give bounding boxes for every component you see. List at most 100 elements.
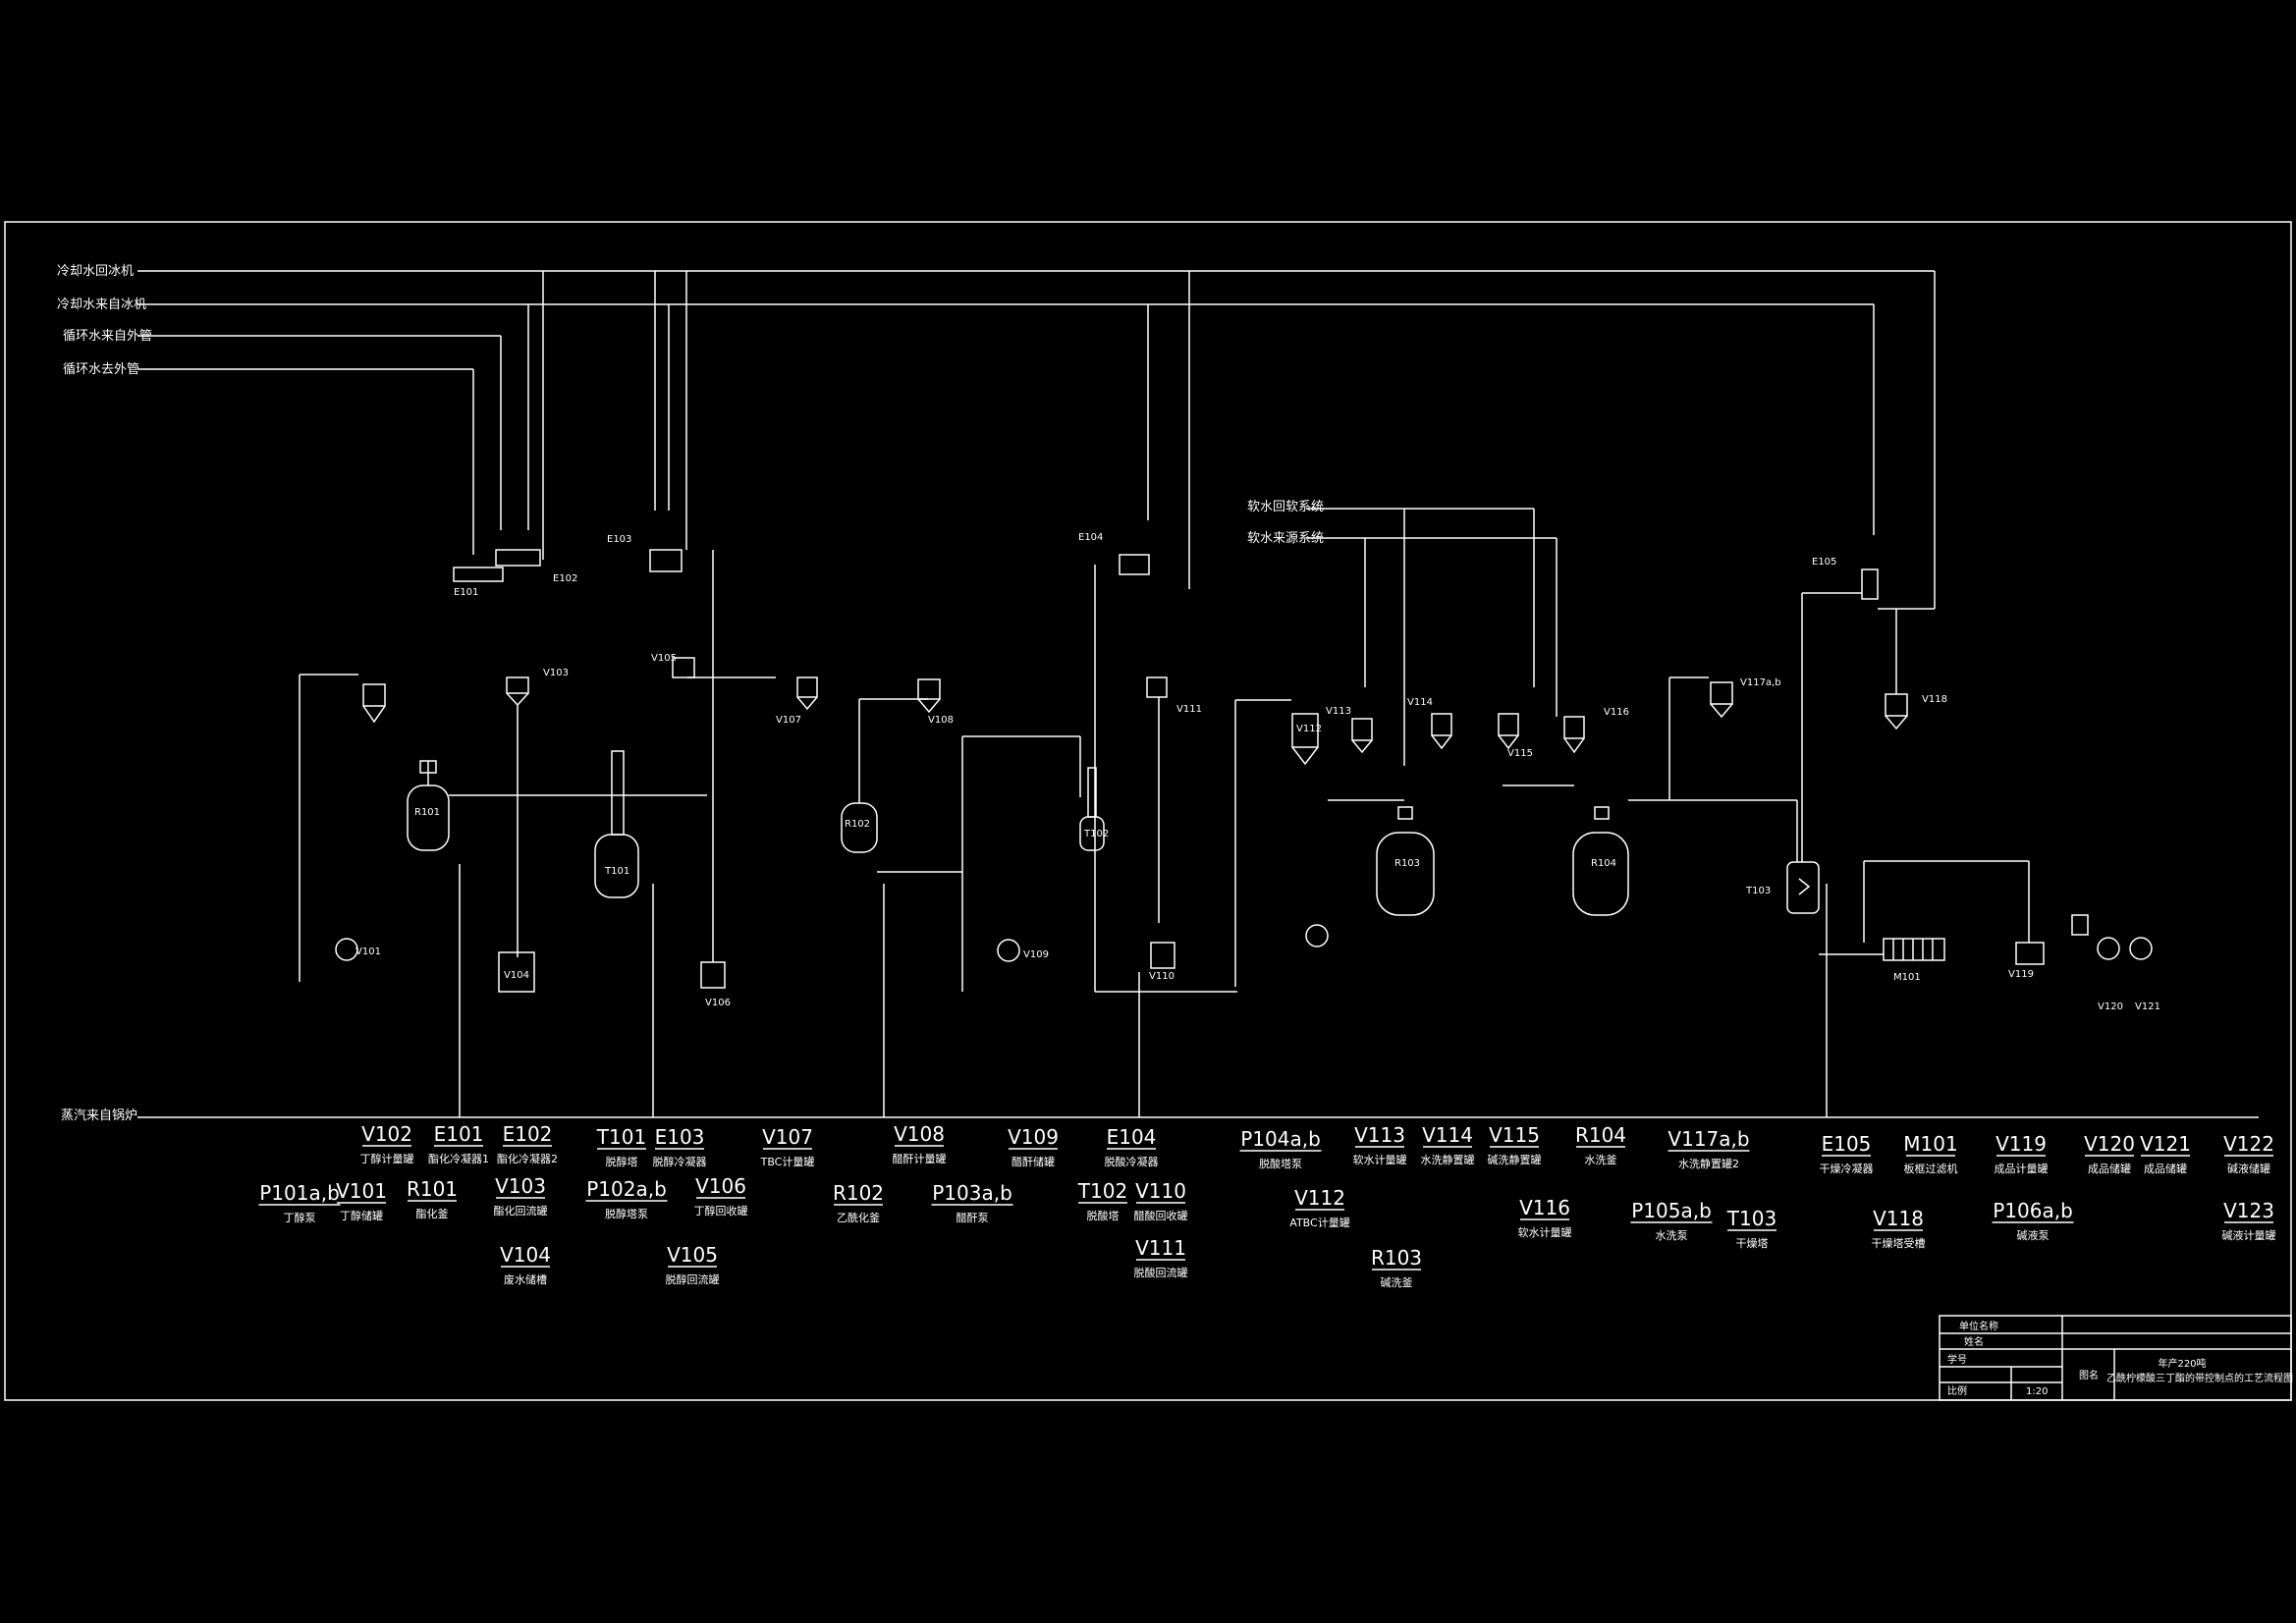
legend-tag: T102 [1077, 1179, 1127, 1203]
equipment-legend: V102丁醇计量罐E101酯化冷凝器1E102酯化冷凝器2T101脱醇塔E103… [258, 1122, 2276, 1289]
legend-tag: P104a,b [1240, 1127, 1321, 1151]
legend-tag: T101 [596, 1125, 646, 1149]
legend-desc: 板框过滤机 [1904, 1162, 1958, 1175]
utility-label-steam: 蒸汽来自锅炉 [61, 1108, 137, 1123]
equipment-tag-t103: T103 [1745, 886, 1771, 896]
legend-entry: E102 酯化冷凝器2 [497, 1122, 558, 1165]
legend-tag: R104 [1575, 1123, 1626, 1147]
equipment-tag-v110: V110 [1149, 971, 1175, 982]
legend-desc: 水洗泵 [1656, 1229, 1688, 1242]
legend-desc: 碱洗静置罐 [1488, 1153, 1542, 1166]
legend-tag: V121 [2140, 1132, 2191, 1156]
legend-desc: 丁醇回收罐 [694, 1204, 748, 1217]
utility-lines: 冷却水回冰机 冷却水来自冰机 循环水来自外管 循环水去外管 蒸汽来自锅炉 软水回… [57, 264, 2259, 1123]
steam-risers [459, 864, 1828, 1117]
equipment-tag-t102: T102 [1083, 829, 1109, 839]
legend-entry: V121 成品储罐 [2140, 1132, 2191, 1175]
equipment-tag-m101: M101 [1893, 972, 1921, 983]
equipment-tag-v106: V106 [705, 998, 731, 1008]
legend-tag: V109 [1008, 1125, 1059, 1149]
legend-tag: E104 [1107, 1125, 1157, 1149]
legend-entry: V101 丁醇储罐 [336, 1179, 387, 1222]
legend-tag: V101 [336, 1179, 387, 1203]
legend-desc: 丁醇储罐 [340, 1209, 383, 1222]
legend-tag: P106a,b [1993, 1199, 2073, 1222]
scale-label: 比例 [1947, 1384, 1967, 1397]
legend-desc: 脱醇塔泵 [605, 1207, 648, 1220]
equipment-tag-r104: R104 [1591, 858, 1616, 869]
legend-entry: V115 碱洗静置罐 [1488, 1123, 1542, 1166]
legend-tag: V112 [1294, 1186, 1345, 1210]
equipment-tag-e104: E104 [1078, 532, 1103, 543]
legend-desc: 脱醇冷凝器 [653, 1155, 707, 1168]
legend-desc: 水洗釜 [1585, 1153, 1617, 1166]
legend-tag: V110 [1135, 1179, 1186, 1203]
equipment-tag-v107: V107 [776, 715, 801, 726]
equipment-tag-e102: E102 [553, 573, 577, 584]
legend-tag: V108 [894, 1122, 945, 1146]
legend-tag: E102 [503, 1122, 553, 1146]
legend-desc: 脱酸回流罐 [1134, 1266, 1188, 1279]
legend-desc: 软水计量罐 [1518, 1225, 1572, 1239]
legend-tag: V104 [500, 1243, 551, 1267]
equipment-tag-v108: V108 [928, 715, 954, 726]
legend-entry: V108 醋酐计量罐 [893, 1122, 947, 1165]
name-label: 姓名 [1964, 1335, 1984, 1348]
equipment-section-3 [1234, 676, 1797, 987]
legend-desc: 酯化回流罐 [494, 1204, 548, 1217]
utility-label-cw-supply: 循环水来自外管 [63, 329, 152, 344]
equipment-tag-r102: R102 [845, 819, 870, 830]
legend-tag: P103a,b [932, 1181, 1012, 1205]
legend-tag: V114 [1422, 1123, 1473, 1147]
legend-desc: 酯化冷凝器1 [428, 1152, 489, 1165]
legend-tag: V115 [1489, 1123, 1540, 1147]
equipment-tag-v119: V119 [2008, 969, 2034, 980]
equipment-tag-v115: V115 [1507, 748, 1533, 759]
legend-tag: V123 [2223, 1199, 2274, 1222]
legend-tag: M101 [1903, 1132, 1957, 1156]
drawing-title-1: 年产220吨 [2158, 1357, 2206, 1370]
equipment-tag-v118: V118 [1922, 694, 1947, 705]
utility-label-cw-return: 循环水去外管 [63, 362, 139, 377]
legend-desc: 丁醇计量罐 [360, 1152, 414, 1165]
equipment-section-2 [796, 554, 1237, 993]
legend-tag: V118 [1873, 1207, 1924, 1230]
drawing-label: 图名 [2079, 1369, 2099, 1381]
legend-desc: 水洗静置罐2 [1678, 1157, 1739, 1170]
utility-label-chilled-return: 冷却水回冰机 [57, 264, 134, 279]
legend-desc: 醋酐计量罐 [893, 1152, 947, 1165]
utility-label-soft-supply: 软水来源系统 [1247, 531, 1324, 546]
id-label: 学号 [1947, 1353, 1967, 1366]
equipment-tag-v101: V101 [355, 947, 381, 957]
equipment-tag-v112: V112 [1296, 724, 1322, 734]
legend-tag: P105a,b [1631, 1199, 1712, 1222]
legend-desc: 醋酐储罐 [1011, 1155, 1055, 1168]
legend-tag: V102 [361, 1122, 412, 1146]
legend-tag: P102a,b [586, 1177, 667, 1201]
legend-tag: V119 [1995, 1132, 2047, 1156]
legend-tag: P101a,b [259, 1181, 340, 1205]
legend-desc: 酯化冷凝器2 [497, 1152, 558, 1165]
legend-desc: 醋酐泵 [957, 1211, 989, 1224]
legend-desc: 成品储罐 [2144, 1162, 2187, 1175]
scale-value: 1:20 [2026, 1386, 2048, 1397]
legend-desc: 水洗静置罐 [1421, 1153, 1475, 1166]
equipment-tag-e103: E103 [607, 534, 631, 545]
legend-desc: 软水计量罐 [1353, 1153, 1407, 1166]
equipment-tag-t101: T101 [604, 866, 629, 877]
legend-entry: V114 水洗静置罐 [1421, 1123, 1475, 1166]
